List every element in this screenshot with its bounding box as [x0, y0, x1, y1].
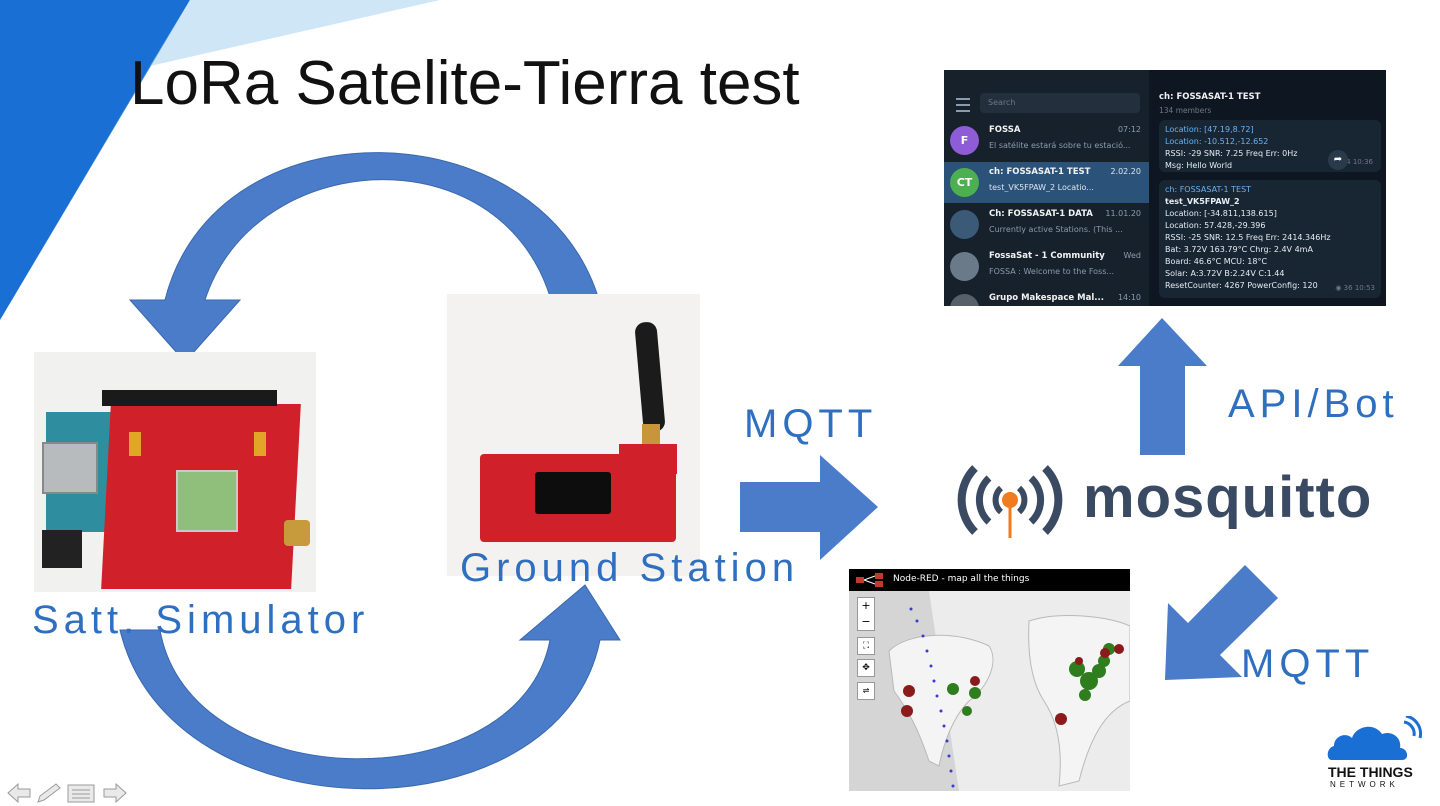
api-up-arrow [1118, 318, 1207, 455]
slide-title: LoRa Satelite-Tierra test [130, 49, 800, 118]
the-things-network-logo: THE THINGS NETWORK [1320, 716, 1424, 796]
message-line: Bat: 3.72V 163.79°C Chrg: 2.4V 4mA [1165, 245, 1313, 254]
message-bubble-1: Location: [47.19,8.72] Location: -10.512… [1159, 120, 1381, 172]
chat-name: Ch: FOSSASAT-1 DATA [989, 209, 1093, 219]
chat-preview: Currently active Stations. (This ... [989, 225, 1123, 234]
chat-item-fossasat-community[interactable]: FossaSat - 1 Community Wed FOSSA : Welco… [944, 246, 1149, 287]
message-line: RSSI: -29 SNR: 7.25 Freq Err: 0Hz [1165, 149, 1298, 158]
mqtt-right-arrow [740, 455, 878, 560]
message-line: ch: FOSSASAT-1 TEST [1165, 185, 1252, 194]
eye-icon: ◉ [1335, 284, 1344, 292]
fullscreen-icon[interactable]: ⛶ [857, 637, 875, 655]
chat-item-fossasat-test[interactable]: CT ch: FOSSASAT-1 TEST 2.02.20 test_VK5F… [944, 162, 1149, 203]
message-line: Solar: A:3.72V B:2.24V C:1.44 [1165, 269, 1285, 278]
zoom-controls: + − [857, 597, 875, 631]
message-time: 10:53 [1354, 284, 1375, 292]
broadcast-icon [957, 465, 1063, 538]
message-views: 36 [1343, 284, 1353, 292]
chat-header-members: 134 members [1159, 106, 1212, 115]
chat-item-fossa[interactable]: F FOSSA 07:12 El satélite estará sobre t… [944, 120, 1149, 161]
zoom-in-icon[interactable]: + [861, 599, 871, 612]
ruler-icon[interactable]: ⇌ [857, 682, 875, 700]
telegram-search-input[interactable]: Search [980, 93, 1140, 113]
mosquitto-logo: mosquitto [955, 458, 1385, 542]
message-meta: ◉ 36 10:53 [1335, 282, 1375, 294]
hamburger-icon[interactable] [956, 98, 970, 112]
mqtt-diagonal-arrow [1165, 565, 1278, 680]
chat-preview: El satélite estará sobre tu estació... [989, 141, 1131, 150]
avatar [950, 294, 979, 306]
chat-time: 2.02.20 [1110, 167, 1141, 176]
avatar [950, 210, 979, 239]
satellite-simulator-photo [34, 352, 316, 592]
node-red-title: Node-RED - map all the things [893, 574, 1030, 584]
cloud-icon [1327, 716, 1422, 760]
message-line: Location: [-34.811,138.615] [1165, 209, 1277, 218]
left-arrow-icon[interactable] [7, 782, 31, 804]
search-placeholder: Search [988, 98, 1016, 107]
message-line: RSSI: -25 SNR: 12.5 Freq Err: 2414.346Hz [1165, 233, 1331, 242]
node-red-titlebar: Node-RED - map all the things [849, 569, 1130, 591]
corner-decoration [0, 0, 440, 320]
locate-icon[interactable]: ✥ [857, 659, 875, 677]
avatar: CT [950, 168, 979, 197]
message-line: Board: 46.6°C MCU: 18°C [1165, 257, 1268, 266]
node-red-map-screenshot: Node-RED - map all the things + − ⛶ ✥ ⇌ [849, 569, 1130, 791]
avatar [950, 252, 979, 281]
telegram-chat-list: Search F FOSSA 07:12 El satélite estará … [944, 70, 1149, 306]
message-time: 10:36 [1352, 158, 1373, 166]
forward-icon[interactable]: ➦ [1328, 150, 1348, 170]
ttn-line-1: THE THINGS [1328, 764, 1413, 780]
message-line: ResetCounter: 4267 PowerConfig: 120 [1165, 281, 1318, 290]
node-red-logo-icon [856, 573, 883, 587]
chat-time: 14:10 [1117, 293, 1141, 302]
mqtt-label-center: MQTT [744, 402, 878, 446]
message-line: Location: 57.428,-29.396 [1165, 221, 1266, 230]
chat-time: 07:12 [1117, 125, 1141, 134]
chat-preview: FOSSA : Welcome to the Foss... [989, 267, 1115, 276]
chat-name: FOSSA [989, 125, 1021, 135]
api-bot-label: API/Bot [1228, 382, 1399, 426]
right-arrow-icon[interactable] [103, 782, 127, 804]
message-bubble-2: ch: FOSSASAT-1 TEST test_VK5FPAW_2 Locat… [1159, 180, 1381, 298]
message-line: test_VK5FPAW_2 [1165, 197, 1240, 206]
slide-navigation [6, 782, 130, 804]
avatar: F [950, 126, 979, 155]
satt-simulator-label: Satt. Simulator [32, 598, 370, 642]
telegram-screenshot: Search F FOSSA 07:12 El satélite estará … [944, 70, 1386, 306]
world-map [849, 591, 1130, 791]
message-line: Msg: Hello World [1165, 161, 1233, 170]
message-line: Location: -10.512,-12.652 [1165, 137, 1269, 146]
chat-time: 11.01.20 [1105, 209, 1141, 218]
chat-preview: test_VK5FPAW_2 Locatio... [989, 183, 1094, 192]
chat-name: ch: FOSSASAT-1 TEST [989, 167, 1091, 177]
menu-icon[interactable] [67, 784, 95, 803]
message-line: Location: [47.19,8.72] [1165, 125, 1254, 134]
chat-time: Wed [1123, 251, 1141, 260]
upper-curved-arrow [128, 152, 609, 366]
chat-name: FossaSat - 1 Community [989, 251, 1105, 261]
chat-name: Grupo Makespace Mal... [989, 293, 1104, 303]
chat-item-fossasat-data[interactable]: Ch: FOSSASAT-1 DATA 11.01.20 Currently a… [944, 204, 1149, 245]
chat-item-makespace[interactable]: Grupo Makespace Mal... 14:10 [944, 288, 1149, 306]
zoom-out-icon[interactable]: − [861, 615, 871, 628]
mosquitto-wordmark: mosquitto [1083, 465, 1373, 530]
ttn-line-2: NETWORK [1330, 780, 1399, 789]
pencil-icon[interactable] [37, 783, 61, 803]
ground-station-label: Ground Station [460, 546, 800, 590]
ground-station-photo [447, 294, 700, 576]
chat-header-title: ch: FOSSASAT-1 TEST [1159, 92, 1261, 102]
lower-curved-arrow [119, 584, 621, 790]
mqtt-label-right: MQTT [1241, 642, 1375, 686]
